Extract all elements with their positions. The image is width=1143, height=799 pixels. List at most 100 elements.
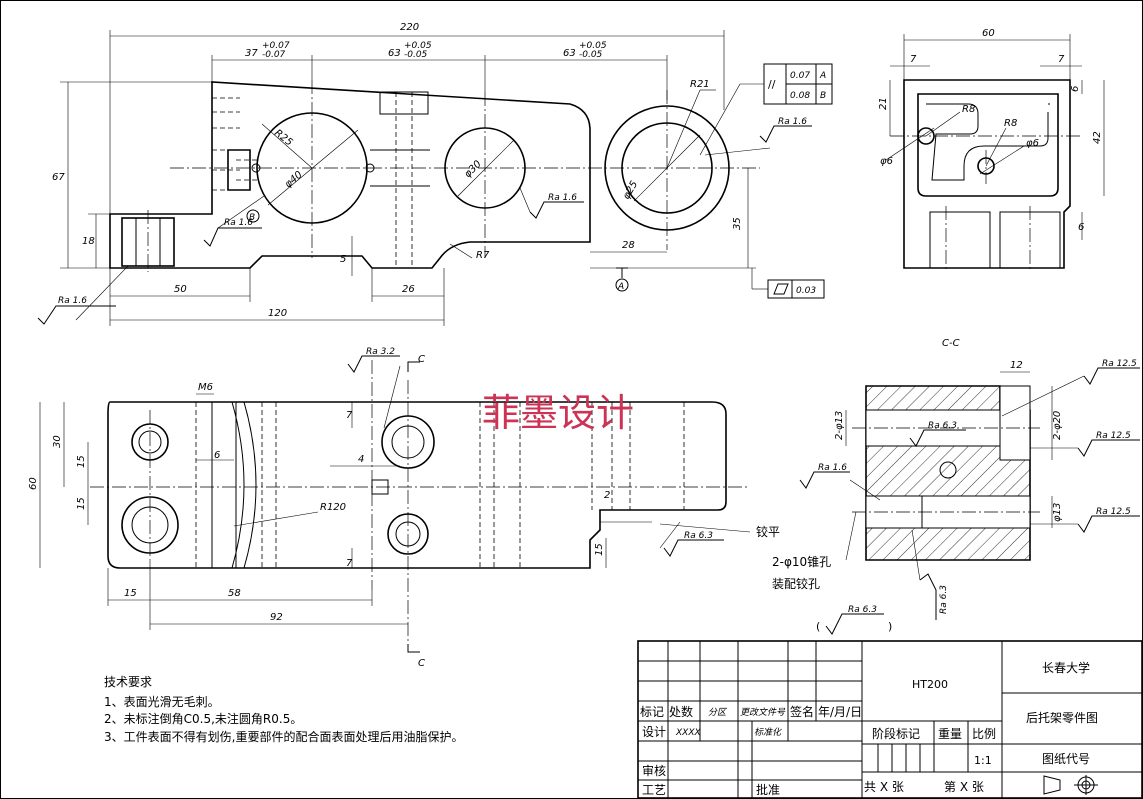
svg-text:6: 6 [1078,222,1084,233]
svg-text:-0.05: -0.05 [579,50,603,60]
svg-text:第 X 张: 第 X 张 [944,780,984,794]
svg-text:6: 6 [214,450,220,461]
svg-text:Ra 12.5: Ra 12.5 [1096,507,1131,517]
dim-r7: R7 [476,250,490,261]
dim-28: 28 [622,240,635,251]
section-c-top: C [418,354,425,365]
svg-text://: // [768,78,776,91]
parallel-tolerance-frame: // 0.07 A 0.08 B [699,63,833,156]
dim-63a: 63 [388,48,401,59]
svg-text:60: 60 [28,477,39,490]
assembly-holes-label: 装配铰孔 [772,576,820,591]
svg-text:+0.05: +0.05 [404,41,432,51]
side-view: 60 7 7 21 42 6 6 R8 R8 φ6 φ6 [878,28,1105,272]
dim-220: 220 [400,22,419,33]
svg-text:42: 42 [1092,131,1103,144]
svg-text:0.03: 0.03 [796,286,816,296]
dim-r25: R25 [272,128,294,149]
svg-text:A: A [819,71,826,81]
svg-text:R8: R8 [1004,118,1017,129]
svg-text:2、未标注倒角C0.5,未注圆角R0.5。: 2、未标注倒角C0.5,未注圆角R0.5。 [104,711,302,726]
svg-text:签名: 签名 [790,704,814,719]
drawing-code: 图纸代号 [1042,752,1090,766]
svg-text:重量: 重量 [938,727,962,741]
svg-text:15: 15 [124,588,137,599]
dim-37: 37 [245,48,258,59]
svg-text:15: 15 [594,543,605,556]
svg-text:Ra 6.3: Ra 6.3 [928,421,957,431]
svg-text:15: 15 [76,497,87,510]
svg-text:XXXX: XXXX [675,728,701,738]
svg-text:Ra 6.3: Ra 6.3 [939,585,949,614]
datum-a: A [617,282,624,292]
dim-5: 5 [340,254,346,265]
title-block: 标记 处数 分区 更改文件号 签名 年/月/日 设计 XXXX 标准化 审核 工… [637,640,1143,799]
svg-text:1:1: 1:1 [974,754,992,767]
svg-text:15: 15 [76,455,87,468]
svg-text:21: 21 [878,97,889,110]
svg-text:φ6: φ6 [880,156,893,167]
svg-text:4: 4 [358,454,364,465]
svg-text:φ13: φ13 [1052,503,1063,522]
roughness-marks-front: Ra 1.6 Ra 1.6 Ra 1.6 Ra 1.6 [37,117,812,325]
svg-text:Ra 12.5: Ra 12.5 [1102,359,1137,369]
svg-text:-0.05: -0.05 [404,50,428,60]
svg-text:Ra 1.6: Ra 1.6 [224,218,253,228]
svg-text:比例: 比例 [972,727,996,741]
svg-text:φ6: φ6 [1026,138,1039,149]
dim-phi30: φ30 [462,159,483,180]
svg-text:7: 7 [346,558,353,569]
svg-text:共 X 张: 共 X 张 [864,780,904,794]
svg-text:58: 58 [228,588,241,599]
svg-text:工艺: 工艺 [642,783,666,797]
svg-text:6: 6 [1070,86,1081,92]
section-cc: C-C 12 2-φ13 2-φ20 φ13 Ra 12.5 Ra 12.5 R… [772,338,1140,620]
svg-text:0.07: 0.07 [790,71,810,81]
dim-26: 26 [402,284,415,295]
svg-text:R8: R8 [962,104,975,115]
side-dim-60: 60 [982,28,995,39]
svg-text:Ra 1.6: Ra 1.6 [818,463,847,473]
dim-63b: 63 [563,48,576,59]
datum-b: B [249,213,255,223]
dim-phi40: φ40 [283,169,305,190]
svg-text:12: 12 [1010,360,1023,371]
section-c-bottom: C [418,658,425,669]
front-view: 220 37 +0.07 -0.07 63 +0.05 -0.05 63 +0.… [37,22,833,326]
svg-text:Ra 3.2: Ra 3.2 [366,347,395,357]
svg-text:更改文件号: 更改文件号 [740,707,786,718]
svg-text:审核: 审核 [642,763,666,778]
svg-text:分区: 分区 [708,707,728,718]
watermark: 菲墨设计 [482,391,634,435]
svg-text:Ra 1.6: Ra 1.6 [58,296,87,306]
svg-text:处数: 处数 [669,704,693,719]
ream-flat-label: 铰平 [756,524,780,539]
section-title: C-C [942,338,960,349]
svg-text:设计: 设计 [642,725,666,739]
svg-text:2: 2 [604,490,610,501]
svg-text:2-φ20: 2-φ20 [1052,411,1063,440]
svg-text:批准: 批准 [756,782,780,797]
svg-text:R120: R120 [320,502,346,513]
svg-text:M6: M6 [198,382,213,393]
top-view: 60 30 15 15 15 58 92 15 2 M6 6 4 7 7 R12… [28,347,780,669]
svg-text:7: 7 [910,54,917,65]
svg-text:1、表面光滑无毛刺。: 1、表面光滑无毛刺。 [104,695,220,709]
svg-text:Ra 1.6: Ra 1.6 [778,117,807,127]
dim-18: 18 [82,236,95,247]
dim-67: 67 [52,172,65,183]
svg-text:3、工件表面不得有划伤,重要部件的配合面表面处理后用油脂保护: 3、工件表面不得有划伤,重要部件的配合面表面处理后用油脂保护。 [104,729,463,744]
dim-50: 50 [174,284,187,295]
svg-text:B: B [820,91,826,101]
svg-text:技术要求: 技术要求 [104,675,152,689]
svg-text:+0.07: +0.07 [262,41,290,51]
svg-text:2-φ13: 2-φ13 [834,411,845,440]
dim-r21: R21 [690,79,710,90]
svg-text:): ) [888,620,892,633]
svg-text:Ra 6.3: Ra 6.3 [684,531,713,541]
svg-text:-0.07: -0.07 [262,50,286,60]
svg-text:7: 7 [1058,54,1065,65]
material: HT200 [912,678,948,691]
drawing-name: 后托架零件图 [1026,711,1098,725]
